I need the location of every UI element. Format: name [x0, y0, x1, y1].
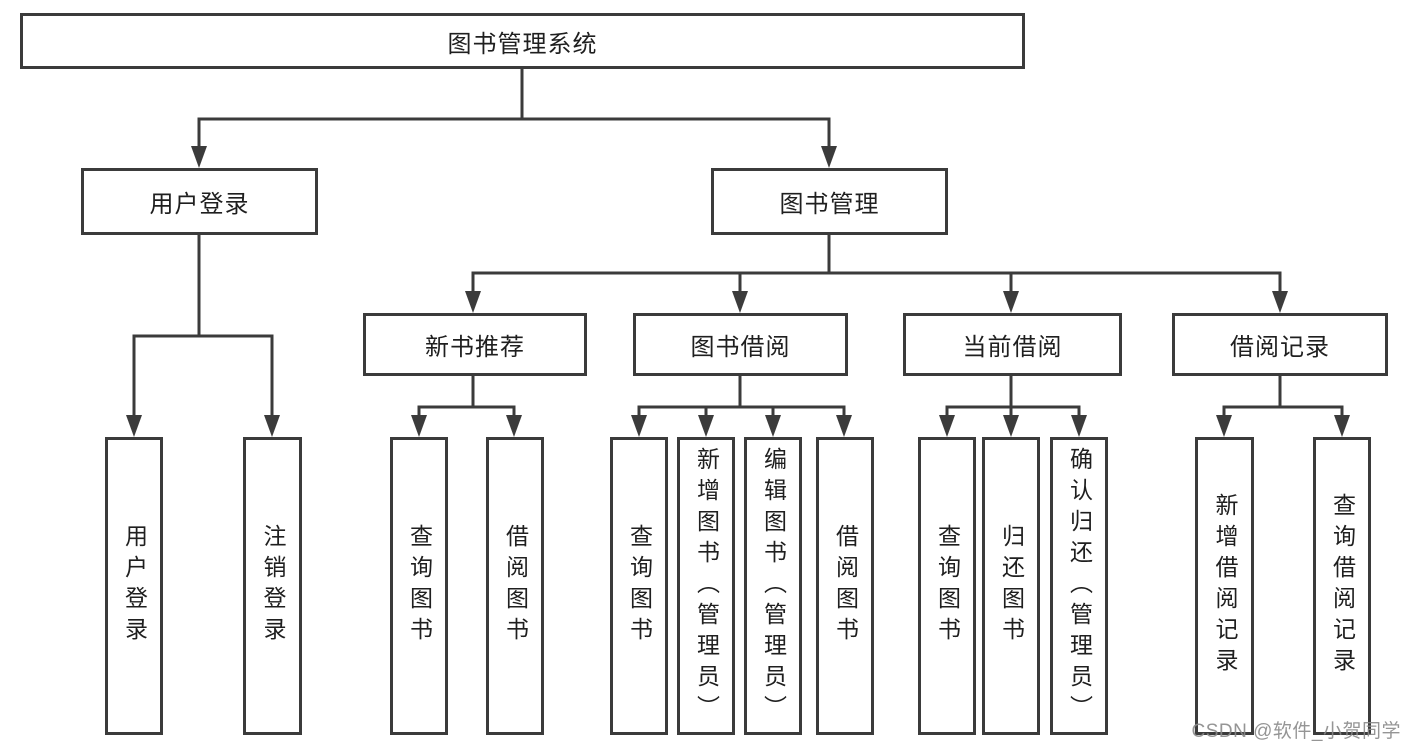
- leaf-edit-book-admin-label: 编辑图书（管理员）: [760, 446, 787, 726]
- leaf-logout-label: 注销登录: [260, 524, 286, 648]
- leaf-edit-book-admin: 编辑图书（管理员）: [744, 437, 802, 735]
- leaf-query-book-1-label: 查询图书: [406, 524, 433, 648]
- leaf-add-book-admin: 新增图书（管理员）: [677, 437, 735, 735]
- node-user-login: 用户登录: [81, 168, 318, 235]
- node-book-borrow-label: 图书借阅: [690, 334, 791, 361]
- leaf-borrow-book-2: 借阅图书: [816, 437, 874, 735]
- leaf-query-book-3: 查询图书: [918, 437, 976, 735]
- node-new-book-recommend: 新书推荐: [363, 313, 587, 376]
- node-root-label: 图书管理系统: [447, 30, 598, 58]
- node-user-login-label: 用户登录: [149, 191, 250, 218]
- leaf-add-borrow-record-label: 新增借阅记录: [1212, 493, 1238, 679]
- leaf-borrow-book-1: 借阅图书: [486, 437, 544, 735]
- leaf-query-book-2: 查询图书: [610, 437, 668, 735]
- leaf-confirm-return-admin: 确认归还（管理员）: [1050, 437, 1108, 735]
- leaf-borrow-book-2-label: 借阅图书: [832, 524, 859, 648]
- csdn-watermark: CSDN @软件_小贺同学: [1191, 721, 1401, 742]
- node-book-management: 图书管理: [711, 168, 948, 235]
- leaf-query-book-2-label: 查询图书: [626, 524, 653, 648]
- node-book-management-label: 图书管理: [779, 191, 880, 218]
- leaf-query-book-1: 查询图书: [390, 437, 448, 735]
- node-borrow-record-label: 借阅记录: [1230, 334, 1330, 361]
- leaf-user-login: 用户登录: [105, 437, 163, 735]
- node-book-borrow: 图书借阅: [633, 313, 848, 376]
- leaf-query-borrow-record-label: 查询借阅记录: [1329, 493, 1356, 679]
- node-new-book-recommend-label: 新书推荐: [425, 334, 525, 361]
- leaf-return-book-label: 归还图书: [998, 524, 1025, 648]
- leaf-borrow-book-1-label: 借阅图书: [502, 524, 529, 648]
- leaf-logout: 注销登录: [243, 437, 302, 735]
- leaf-add-book-admin-label: 新增图书（管理员）: [693, 446, 720, 726]
- node-current-borrow-label: 当前借阅: [962, 334, 1063, 361]
- node-borrow-record: 借阅记录: [1172, 313, 1388, 376]
- leaf-confirm-return-admin-label: 确认归还（管理员）: [1066, 446, 1093, 726]
- leaf-user-login-label: 用户登录: [121, 524, 148, 648]
- node-current-borrow: 当前借阅: [903, 313, 1122, 376]
- leaf-return-book: 归还图书: [982, 437, 1040, 735]
- leaf-add-borrow-record: 新增借阅记录: [1195, 437, 1254, 735]
- leaf-query-borrow-record: 查询借阅记录: [1313, 437, 1371, 735]
- leaf-query-book-3-label: 查询图书: [934, 524, 961, 648]
- node-root-system: 图书管理系统: [20, 13, 1025, 69]
